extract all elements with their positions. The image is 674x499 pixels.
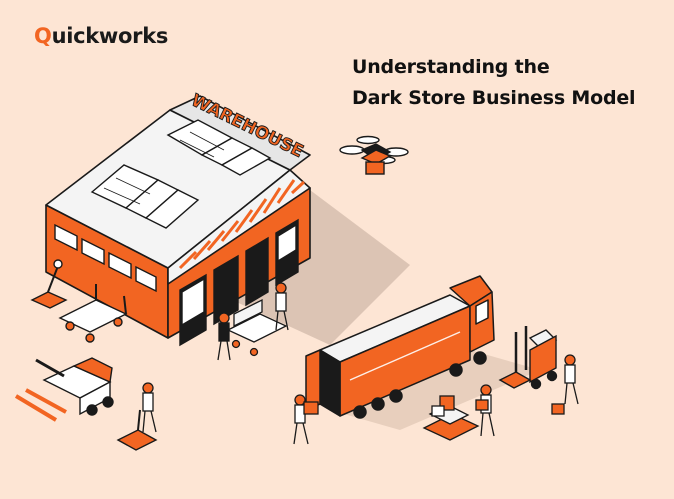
- loading-bays: [179, 218, 299, 347]
- pallet-jack-bottom: [116, 409, 158, 451]
- worker-far-right: [551, 354, 579, 415]
- delivery-drone: [339, 135, 409, 175]
- skylight-hatching: [103, 131, 225, 205]
- truck-stripes: [349, 331, 461, 381]
- loaded-pallet: [422, 395, 480, 441]
- worker-with-box: [475, 384, 495, 437]
- page-headline: Understanding the Dark Store Business Mo…: [352, 52, 636, 114]
- roof-skylights: [90, 119, 272, 229]
- truck-shadow: [330, 350, 540, 430]
- logo-q-letter: Q: [34, 24, 52, 48]
- forklift-right: [498, 326, 558, 390]
- mini-forklift: [14, 357, 114, 422]
- hand-cart: [58, 284, 128, 343]
- logo-wordmark: uickworks: [51, 24, 169, 48]
- headline-line-2: Dark Store Business Model: [352, 87, 636, 109]
- quickworks-logo[interactable]: Quickworks: [34, 24, 168, 48]
- worker-with-cart: [217, 282, 289, 361]
- worker-truck-rear: [293, 394, 319, 445]
- awning-stripes: [178, 179, 306, 270]
- pallet-jack-left: [30, 259, 68, 309]
- worker-bottom-left: [142, 382, 157, 433]
- headline-line-1: Understanding the: [352, 56, 550, 78]
- delivery-truck: [305, 275, 495, 419]
- side-windows: [54, 223, 157, 293]
